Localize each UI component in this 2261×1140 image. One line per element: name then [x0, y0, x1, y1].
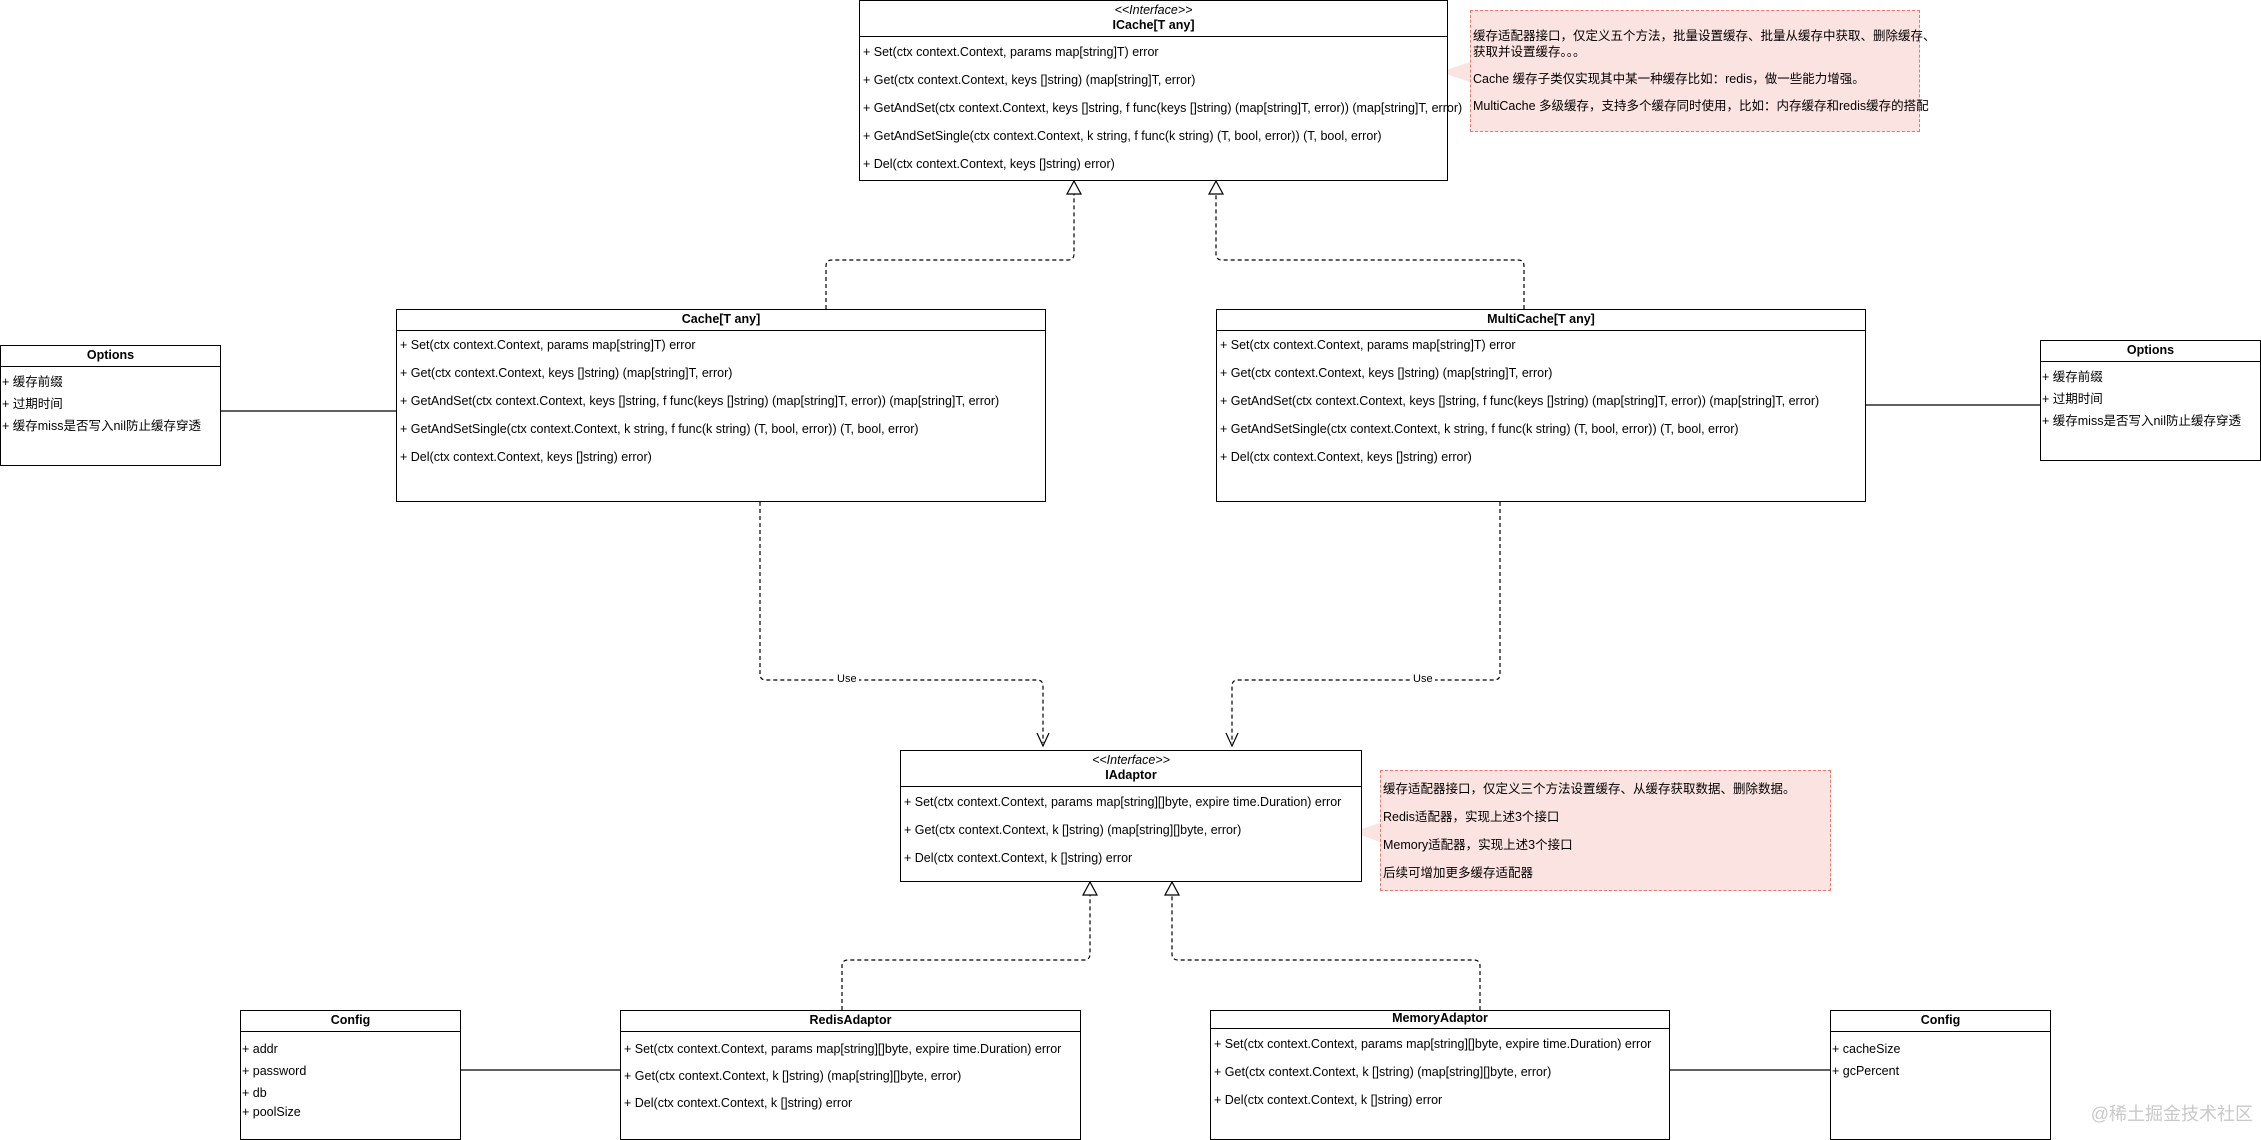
use-label: Use [1411, 673, 1435, 685]
operation: + GetAndSet(ctx context.Context, keys []… [400, 394, 1000, 408]
operation: + Get(ctx context.Context, keys []string… [400, 366, 733, 380]
class-name: Options [2126, 343, 2175, 357]
realization-arrowhead [1163, 880, 1181, 896]
field: + 缓存miss是否写入nil防止缓存穿透 [2042, 414, 2241, 428]
class-name: RedisAdaptor [809, 1013, 892, 1027]
operation: + Del(ctx context.Context, k []string) e… [624, 1096, 853, 1110]
class-name: Config [1920, 1013, 1961, 1027]
memory-realizes-iadaptor [1171, 894, 1481, 1010]
note-line: Redis适配器，实现上述3个接口 [1383, 810, 1560, 824]
field: + cacheSize [1832, 1042, 1901, 1056]
operation: + Get(ctx context.Context, keys []string… [863, 73, 1196, 87]
note-pointer [1440, 62, 1470, 82]
realization-arrowhead [1081, 880, 1099, 896]
config-left-class[interactable]: Config + addr + password + db + poolSize [240, 1010, 461, 1140]
operation: + Get(ctx context.Context, k []string) (… [904, 823, 1242, 837]
options-right-class[interactable]: Options + 缓存前缀 + 过期时间 + 缓存miss是否写入nil防止缓… [2040, 340, 2261, 461]
options-left-class[interactable]: Options + 缓存前缀 + 过期时间 + 缓存miss是否写入nil防止缓… [0, 345, 221, 466]
operation: + Set(ctx context.Context, params map[st… [1214, 1037, 1652, 1051]
class-name: MultiCache[T any] [1487, 312, 1595, 326]
field: + db [242, 1086, 267, 1100]
operation: + GetAndSetSingle(ctx context.Context, k… [400, 422, 919, 436]
field: + 过期时间 [2, 397, 63, 411]
dependency-arrowhead [1225, 732, 1239, 748]
note-line: 后续可增加更多缓存适配器 [1383, 866, 1534, 880]
operation: + Del(ctx context.Context, k []string) e… [904, 851, 1133, 865]
cache-realizes-icache [825, 193, 1075, 309]
field: + gcPercent [1832, 1064, 1900, 1078]
cache-uses-iadaptor [759, 502, 1044, 743]
note-line: 获取并设置缓存。。。 [1473, 45, 1586, 59]
operation: + Set(ctx context.Context, params map[st… [904, 795, 1342, 809]
field: + password [242, 1064, 307, 1078]
stereotype-label: <<Interface>> [1114, 3, 1193, 17]
field: + 缓存miss是否写入nil防止缓存穿透 [2, 419, 201, 433]
operation: + Get(ctx context.Context, k []string) (… [624, 1069, 962, 1083]
redis-realizes-iadaptor [841, 894, 1091, 1010]
watermark: @稀土掘金技术社区 [2090, 1104, 2253, 1124]
note-line: 缓存适配器接口，仅定义五个方法，批量设置缓存、批量从缓存中获取、删除缓存、 [1473, 29, 1936, 43]
note-line: MultiCache 多级缓存，支持多个缓存同时使用，比如：内存缓存和redis… [1473, 99, 1929, 113]
use-label: Use [835, 673, 859, 685]
class-name: ICache[T any] [1112, 18, 1195, 32]
field: + poolSize [242, 1105, 301, 1119]
operation: + GetAndSet(ctx context.Context, keys []… [863, 101, 1463, 115]
realization-arrowhead [1065, 179, 1083, 195]
field: + 过期时间 [2042, 392, 2103, 406]
operation: + Del(ctx context.Context, keys []string… [400, 450, 652, 464]
icache-note: 缓存适配器接口，仅定义五个方法，批量设置缓存、批量从缓存中获取、删除缓存、 获取… [1470, 10, 1936, 132]
operation: + Get(ctx context.Context, keys []string… [1220, 366, 1553, 380]
class-name: Options [86, 348, 135, 362]
iadaptor-note: 缓存适配器接口，仅定义三个方法设置缓存、从缓存获取数据、删除数据。 Redis适… [1380, 770, 1831, 891]
class-name: Config [330, 1013, 371, 1027]
operation: + Get(ctx context.Context, k []string) (… [1214, 1065, 1552, 1079]
note-line: 缓存适配器接口，仅定义三个方法设置缓存、从缓存获取数据、删除数据。 [1383, 782, 1796, 796]
memory-adaptor-class[interactable]: MemoryAdaptor + Set(ctx context.Context,… [1210, 1010, 1670, 1140]
operation: + Set(ctx context.Context, params map[st… [1220, 338, 1516, 352]
redis-adaptor-class[interactable]: RedisAdaptor + Set(ctx context.Context, … [620, 1010, 1081, 1140]
iadaptor-interface[interactable]: <<Interface>> IAdaptor + Set(ctx context… [900, 750, 1362, 882]
note-line: Memory适配器，实现上述3个接口 [1383, 838, 1573, 852]
operation: + Set(ctx context.Context, params map[st… [624, 1042, 1062, 1056]
note-pointer [1352, 823, 1380, 842]
multicache-uses-iadaptor [1231, 502, 1501, 743]
icache-interface[interactable]: <<Interface>> ICache[T any] + Set(ctx co… [859, 0, 1462, 181]
operation: + Del(ctx context.Context, keys []string… [863, 157, 1115, 171]
field: + 缓存前缀 [2, 375, 63, 389]
cache-class[interactable]: Cache[T any] + Set(ctx context.Context, … [396, 309, 1046, 502]
operation: + Set(ctx context.Context, params map[st… [400, 338, 696, 352]
dependency-arrowhead [1036, 732, 1050, 748]
stereotype-label: <<Interface>> [1092, 753, 1170, 767]
class-name: MemoryAdaptor [1392, 1011, 1488, 1025]
class-name: IAdaptor [1105, 768, 1157, 782]
operation: + Del(ctx context.Context, keys []string… [1220, 450, 1472, 464]
class-name: Cache[T any] [681, 312, 761, 326]
multicache-realizes-icache [1215, 193, 1525, 309]
note-line: Cache 缓存子类仅实现其中某一种缓存比如：redis，做一些能力增强。 [1473, 72, 1865, 86]
operation: + Del(ctx context.Context, k []string) e… [1214, 1093, 1443, 1107]
field: + 缓存前缀 [2042, 370, 2103, 384]
operation: + GetAndSet(ctx context.Context, keys []… [1220, 394, 1820, 408]
operation: + Set(ctx context.Context, params map[st… [863, 45, 1159, 59]
operation: + GetAndSetSingle(ctx context.Context, k… [1220, 422, 1739, 436]
field: + addr [242, 1042, 278, 1056]
realization-arrowhead [1207, 179, 1225, 195]
config-right-class[interactable]: Config + cacheSize + gcPercent [1830, 1010, 2051, 1140]
operation: + GetAndSetSingle(ctx context.Context, k… [863, 129, 1382, 143]
multicache-class[interactable]: MultiCache[T any] + Set(ctx context.Cont… [1216, 309, 1866, 502]
